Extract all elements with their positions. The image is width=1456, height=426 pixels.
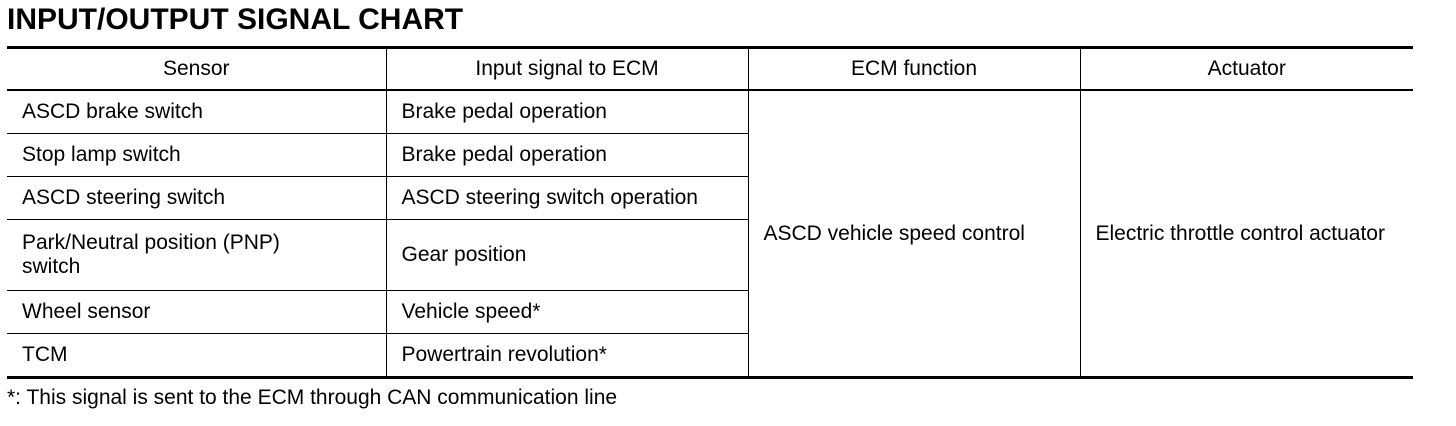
cell-sensor: Stop lamp switch: [7, 133, 387, 177]
table-row: Park/Neutral position (PNP) switch Gear …: [7, 219, 1413, 291]
cell-input-signal: Gear position: [385, 219, 749, 291]
cell-sensor: Park/Neutral position (PNP) switch: [7, 219, 387, 291]
table-header-row: Sensor Input signal to ECM ECM function …: [7, 47, 1413, 91]
cell-input-signal: Vehicle speed*: [385, 290, 749, 334]
signal-chart-table: Sensor Input signal to ECM ECM function …: [7, 46, 1413, 379]
cell-sensor: Wheel sensor: [7, 290, 387, 334]
table-row: Stop lamp switch Brake pedal operation: [7, 133, 1413, 177]
cell-input-signal: Brake pedal operation: [385, 133, 749, 177]
header-input-signal: Input signal to ECM: [385, 47, 749, 91]
table-row: ASCD brake switch Brake pedal operation …: [7, 89, 1413, 378]
cell-input-signal: Powertrain revolution*: [385, 333, 749, 378]
cell-input-signal: ASCD steering switch operation: [385, 176, 749, 220]
header-ecm-function: ECM function: [747, 47, 1081, 91]
cell-input-signal: Brake pedal operation: [385, 89, 749, 134]
signal-chart-table-container: Sensor Input signal to ECM ECM function …: [7, 46, 1413, 379]
cell-actuator: Electric throttle control actuator: [1079, 89, 1413, 378]
cell-sensor: TCM: [7, 333, 387, 378]
table-row: Wheel sensor Vehicle speed*: [7, 290, 1413, 334]
table-row: TCM Powertrain revolution*: [7, 333, 1413, 378]
header-sensor: Sensor: [7, 47, 387, 91]
cell-sensor: ASCD brake switch: [7, 89, 387, 134]
footnote: *: This signal is sent to the ECM throug…: [7, 386, 618, 409]
cell-ecm-function: ASCD vehicle speed control: [747, 89, 1081, 378]
page-title: INPUT/OUTPUT SIGNAL CHART: [7, 3, 464, 36]
header-actuator: Actuator: [1079, 47, 1413, 91]
cell-sensor: ASCD steering switch: [7, 176, 387, 220]
